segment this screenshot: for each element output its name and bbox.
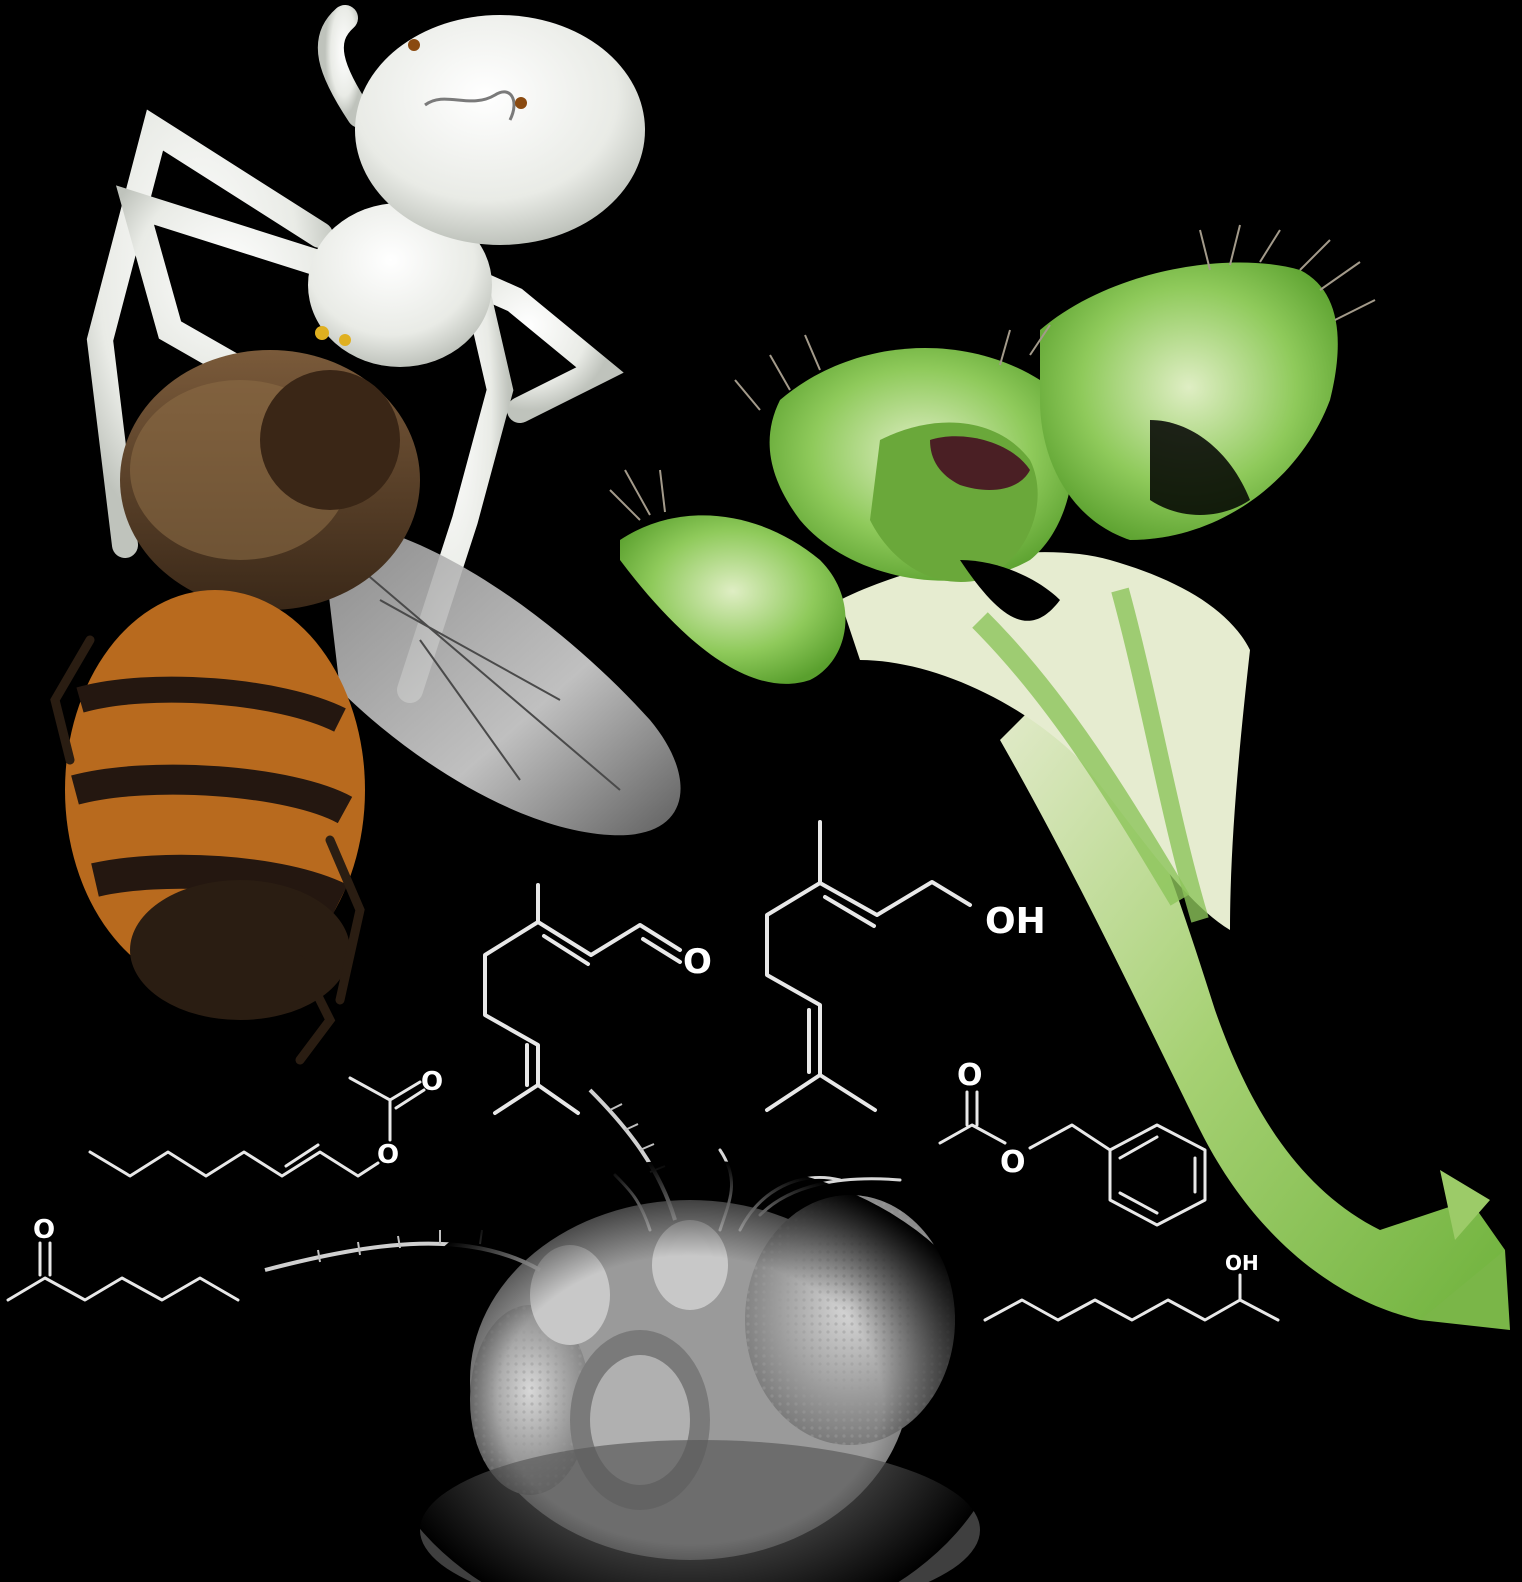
spider-eye [339,334,351,346]
flower-hairs [609,224,1376,521]
benzyl-acetate-structure: O O [938,1058,1207,1227]
atom-label: O [683,942,712,982]
atom-label: O [377,1140,399,1170]
atom-label: O [421,1067,443,1097]
bee-abdomen [65,590,365,1020]
atom-label: O [1000,1145,1026,1180]
flower-petal [1040,262,1338,540]
bee-head [260,370,400,510]
citral-structure: O [483,883,712,1115]
fly-head-sem [264,1088,1010,1582]
atom-label: OH [985,901,1046,942]
heptanone-structure: O [6,1215,240,1302]
atom-label: O [33,1215,55,1245]
honeybee [50,350,681,1065]
flower-throat [930,436,1030,490]
octenyl-acetate-structure: O O [88,1067,443,1178]
spider-cephalothorax [308,203,492,367]
bee-wing [320,520,681,836]
green-trumpet-flower [609,224,1510,1330]
geraniol-structure: OH [765,820,1046,1112]
flower-petal [620,515,846,684]
spider-spot [515,97,527,109]
nonanol-structure: OH [983,1251,1280,1322]
atom-label: OH [1225,1251,1259,1275]
crab-spider [86,5,645,703]
spider-eye [315,326,329,340]
atom-label: O [957,1058,983,1093]
spider-spot [408,39,420,51]
spider-abdomen [355,15,645,245]
